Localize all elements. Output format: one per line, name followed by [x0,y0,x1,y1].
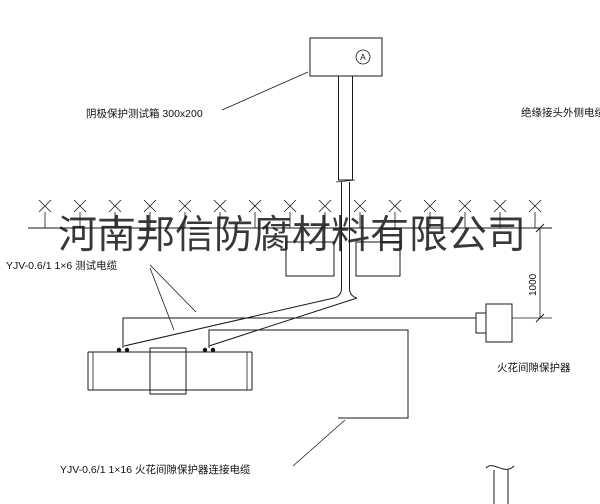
label-insulated-joint-cable: 绝缘接头外侧电缆 [521,106,600,119]
dimension-1000: 1000 [512,223,552,323]
conduit-riser [333,75,358,299]
dimension-text: 1000 [528,273,539,296]
cable-terminals [116,347,216,353]
leader-test-cable-2 [149,267,175,331]
leader-protector-cable [292,419,346,467]
leader-test-cable-1 [149,264,197,313]
meter-circle [355,49,371,65]
label-test-box: 阴极保护测试箱 300x200 [86,107,203,120]
label-protector-cable: YJV-0.6/1 1×16 火花间隙保护器连接电缆 [60,463,251,476]
meter-symbol: A [360,52,366,62]
pipe-break-symbol [485,465,515,504]
protector-cables [122,317,476,419]
test-cables [123,297,358,347]
watermark-text: 河南邦信防腐材料有限公司 [58,214,526,257]
leader-test-box [221,71,309,111]
pipeline [87,347,253,395]
label-spark-gap-protector: 火花间隙保护器 [497,361,571,374]
insulating-joint-wrap [149,347,187,395]
test-box: A [309,37,383,77]
label-test-cable: YJV-0.6/1 1×6 测试电缆 [6,259,118,272]
foundation-blocks [285,241,401,277]
spark-gap-protector [475,303,513,343]
